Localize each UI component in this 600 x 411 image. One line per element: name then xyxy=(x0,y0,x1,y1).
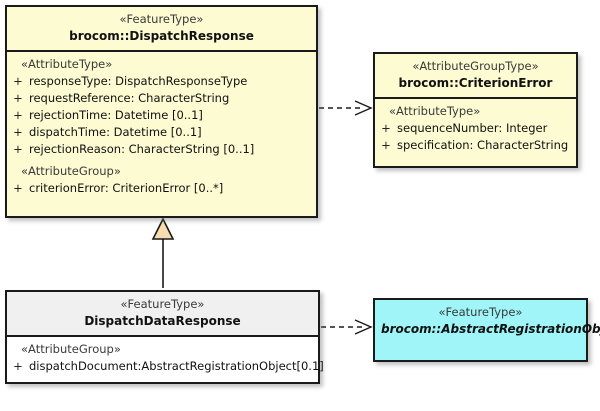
generalization-connector xyxy=(151,217,175,288)
attribute-row[interactable]: + specification: CharacterString xyxy=(375,137,576,154)
visibility-marker: + xyxy=(13,125,23,139)
attribute-group-label: «AttributeType» xyxy=(21,57,113,71)
visibility-marker: + xyxy=(13,108,23,122)
class-header-dispatch-data-response: «FeatureType» DispatchDataResponse xyxy=(7,292,318,337)
visibility-marker: + xyxy=(13,142,23,156)
class-box-dispatch-response[interactable]: «FeatureType» brocom::DispatchResponse «… xyxy=(5,5,318,218)
class-stereotype: «FeatureType» xyxy=(438,305,523,319)
visibility-marker: + xyxy=(13,74,23,88)
class-stereotype: «FeatureType» xyxy=(119,12,204,26)
visibility-marker: + xyxy=(381,121,391,135)
class-body-criterion-error: «AttributeType» + sequenceNumber: Intege… xyxy=(375,99,576,159)
class-body-dispatch-response: «AttributeType» + responseType: Dispatch… xyxy=(7,52,316,202)
attribute-label: rejectionTime: Datetime [0..1] xyxy=(29,108,203,122)
class-name: brocom::DispatchResponse xyxy=(69,29,254,43)
attribute-row[interactable]: + dispatchDocument:AbstractRegistrationO… xyxy=(7,358,324,375)
class-header-criterion-error: «AttributeGroupType» brocom::CriterionEr… xyxy=(375,54,576,99)
class-stereotype: «AttributeGroupType» xyxy=(412,59,539,73)
class-header-abstract-registration-object: «FeatureType» brocom::AbstractRegistrati… xyxy=(375,300,600,343)
attribute-label: criterionError: CriterionError [0..*] xyxy=(29,181,224,195)
class-box-abstract-registration-object[interactable]: «FeatureType» brocom::AbstractRegistrati… xyxy=(373,298,600,362)
class-name: brocom::CriterionError xyxy=(398,76,553,90)
visibility-marker: + xyxy=(13,91,23,105)
attribute-label: sequenceNumber: Integer xyxy=(397,121,548,135)
attribute-label: rejectionReason: CharacterString [0..1] xyxy=(29,142,255,156)
attribute-group-label: «AttributeType» xyxy=(389,104,481,118)
attribute-row[interactable]: + rejectionTime: Datetime [0..1] xyxy=(7,107,316,124)
attribute-group-label: «AttributeGroup» xyxy=(21,164,121,178)
class-body-dispatch-data-response: «AttributeGroup» + dispatchDocument:Abst… xyxy=(7,337,324,380)
attribute-group-label: «AttributeGroup» xyxy=(21,342,121,356)
attribute-label: specification: CharacterString xyxy=(397,138,569,152)
attribute-label: dispatchDocument:AbstractRegistrationObj… xyxy=(29,359,324,373)
attribute-row[interactable]: + dispatchTime: Datetime [0..1] xyxy=(7,124,316,141)
class-box-criterion-error[interactable]: «AttributeGroupType» brocom::CriterionEr… xyxy=(373,52,578,168)
visibility-marker: + xyxy=(13,181,23,195)
attribute-row[interactable]: + rejectionReason: CharacterString [0..1… xyxy=(7,141,316,158)
class-name: brocom::AbstractRegistrationObject xyxy=(381,322,600,336)
attribute-row[interactable]: + requestReference: CharacterString xyxy=(7,90,316,107)
attribute-label: requestReference: CharacterString xyxy=(29,91,230,105)
class-name: DispatchDataResponse xyxy=(84,314,241,328)
attribute-row[interactable]: + criterionError: CriterionError [0..*] xyxy=(7,180,316,197)
class-box-dispatch-data-response[interactable]: «FeatureType» DispatchDataResponse «Attr… xyxy=(5,290,324,384)
class-stereotype: «FeatureType» xyxy=(120,297,205,311)
attribute-label: responseType: DispatchResponseType xyxy=(29,74,248,88)
class-header-dispatch-response: «FeatureType» brocom::DispatchResponse xyxy=(7,7,316,52)
attribute-label: dispatchTime: Datetime [0..1] xyxy=(29,125,202,139)
visibility-marker: + xyxy=(381,138,391,152)
attribute-row[interactable]: + responseType: DispatchResponseType xyxy=(7,73,316,90)
attribute-row[interactable]: + sequenceNumber: Integer xyxy=(375,120,576,137)
dependency-criterion-error-connector xyxy=(319,100,373,116)
dependency-abstract-registration-object-connector xyxy=(321,319,373,335)
visibility-marker: + xyxy=(13,359,23,373)
